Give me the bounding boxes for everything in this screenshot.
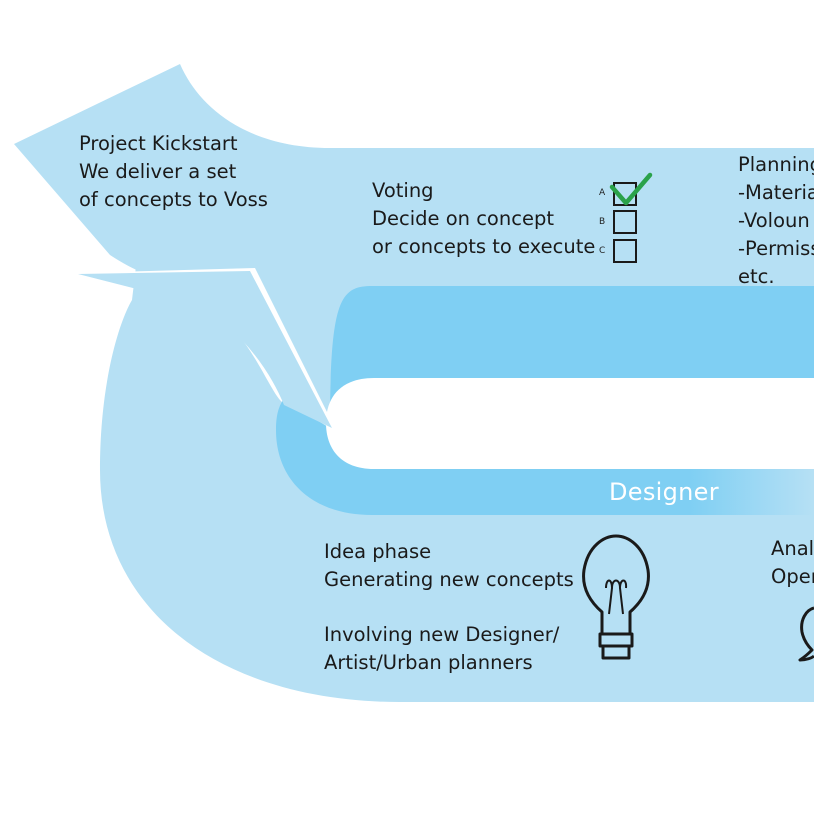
idea-line-4: Involving new Designer/ <box>324 623 560 646</box>
lightbulb-icon <box>582 534 650 660</box>
voting-line-2: Decide on concept <box>372 207 554 230</box>
designer-band-fade <box>690 469 814 515</box>
checkbox-group <box>609 172 653 263</box>
analysis-line-1: Anal <box>771 537 814 560</box>
planning-line-1: Planning <box>738 153 814 176</box>
kickstart-arrowhead <box>14 64 330 285</box>
speech-bubble-icon <box>798 606 814 662</box>
checkmark-icon <box>609 172 653 206</box>
inner-white-notch <box>78 268 336 430</box>
option-a-label: A <box>599 188 606 198</box>
analysis-line-2: Oper <box>771 565 814 588</box>
kickstart-line-3: of concepts to Voss <box>79 188 268 211</box>
planning-line-3: -Voloun <box>738 209 810 232</box>
planning-line-4: -Permiss <box>738 237 814 260</box>
checkbox-b[interactable] <box>613 210 637 234</box>
idea-line-3 <box>324 594 574 621</box>
arrow-pointer <box>78 271 332 428</box>
analysis-text: Anal Oper <box>771 535 814 591</box>
designer-band-label: Designer <box>609 478 719 506</box>
idea-text: Idea phase Generating new concepts Invol… <box>324 538 574 677</box>
planning-text: Planning -Materia -Voloun -Permiss etc. <box>738 151 814 291</box>
kickstart-line-2: We deliver a set <box>79 160 237 183</box>
voting-text: Voting Decide on concept or concepts to … <box>372 177 595 261</box>
option-c-label: C <box>599 246 606 256</box>
voting-line-1: Voting <box>372 179 434 202</box>
idea-line-2: Generating new concepts <box>324 568 574 591</box>
planning-line-5: etc. <box>738 265 775 288</box>
idea-line-1: Idea phase <box>324 540 432 563</box>
kickstart-text: Project Kickstart We deliver a set of co… <box>79 130 268 214</box>
kickstart-line-1: Project Kickstart <box>79 132 238 155</box>
idea-line-5: Artist/Urban planners <box>324 651 533 674</box>
center-channel <box>326 378 814 469</box>
option-b-label: B <box>599 217 606 227</box>
checkbox-c[interactable] <box>613 239 637 263</box>
planning-line-2: -Materia <box>738 181 814 204</box>
voting-line-3: or concepts to execute <box>372 235 596 258</box>
